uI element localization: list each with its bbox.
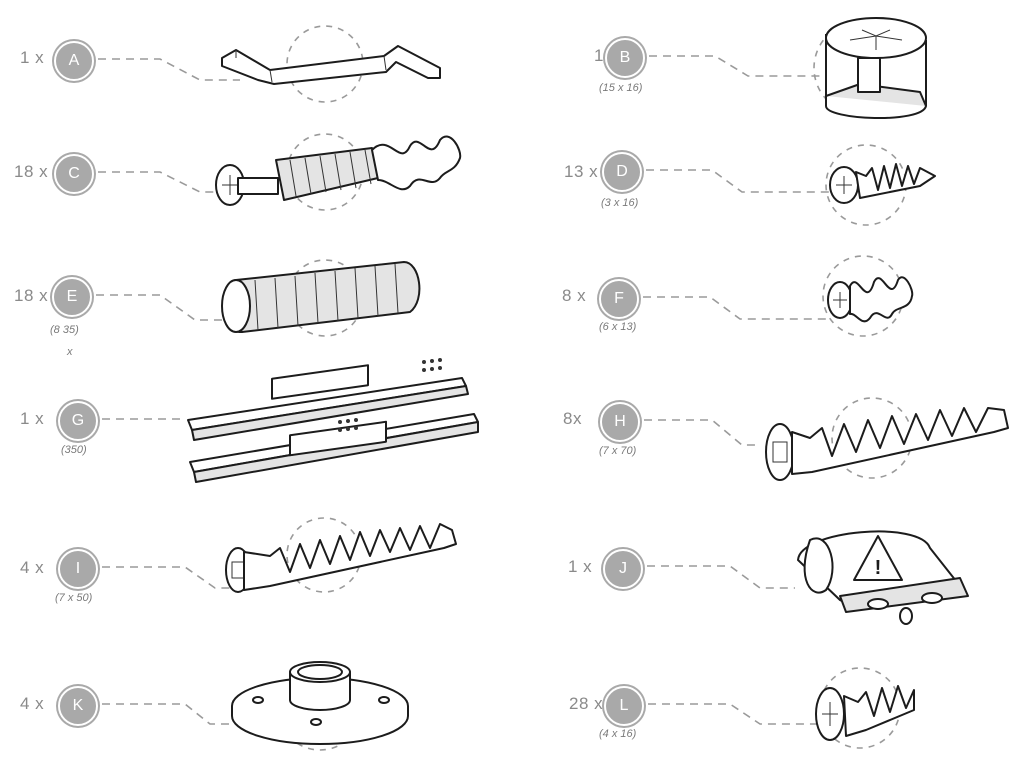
badge-j: J — [603, 549, 643, 589]
drawer-slide-icon — [187, 358, 479, 483]
qty-label-j: 1 x — [568, 557, 593, 576]
badge-c: C — [54, 154, 94, 194]
qty-label-l: 28 x — [569, 694, 604, 713]
dim-label-e-x: x — [67, 346, 73, 358]
cam-bolt-icon — [215, 135, 462, 206]
dim-label-d: (3 x 16) — [601, 197, 639, 209]
dim-label-f: (6 x 13) — [599, 321, 637, 333]
dim-label-l: (4 x 16) — [599, 728, 637, 740]
wood-screw-icon — [829, 163, 936, 204]
hex-key-icon — [221, 45, 441, 85]
qty-label-g: 1 x — [20, 409, 45, 428]
qty-label-d: 13 x — [564, 162, 599, 181]
qty-label-a: 1 x — [20, 48, 45, 67]
svg-text:!: ! — [875, 557, 882, 579]
badge-i: I — [58, 549, 98, 589]
badge-h: H — [600, 402, 640, 442]
dim-label-i: (7 x 50) — [55, 592, 93, 604]
badge-a: A — [54, 41, 94, 81]
confirmat-screw-icon — [225, 523, 457, 593]
qty-label-f: 8 x — [562, 286, 587, 305]
badge-b: B — [605, 38, 645, 78]
dim-label-e: (8 35) — [50, 324, 79, 336]
badge-e: E — [52, 277, 92, 317]
badge-l: L — [604, 686, 644, 726]
dim-label-g: (350) — [61, 444, 87, 456]
wood-screw-icon — [815, 685, 915, 741]
qty-label-c: 18 x — [14, 162, 49, 181]
qty-label-i: 4 x — [20, 558, 45, 577]
dim-label-h: (7 x 70) — [599, 445, 637, 457]
badge-g: G — [58, 401, 98, 441]
dowel-icon — [221, 261, 421, 334]
badge-f: F — [599, 279, 639, 319]
mounting-flange-icon — [231, 661, 409, 745]
qty-label-e: 18 x — [14, 286, 49, 305]
euro-screw-icon — [827, 276, 914, 323]
qty-label-h: 8x — [563, 409, 582, 428]
leader-lines — [96, 55, 830, 725]
detail-circles — [277, 21, 913, 751]
dim-label-b: (15 x 16) — [599, 82, 643, 94]
cam-lock-icon — [825, 17, 927, 119]
confirmat-screw-icon — [765, 407, 1009, 481]
hardware-bag-icon: ! — [797, 530, 969, 625]
badge-d: D — [602, 152, 642, 192]
badge-k: K — [58, 686, 98, 726]
qty-label-k: 4 x — [20, 694, 45, 713]
